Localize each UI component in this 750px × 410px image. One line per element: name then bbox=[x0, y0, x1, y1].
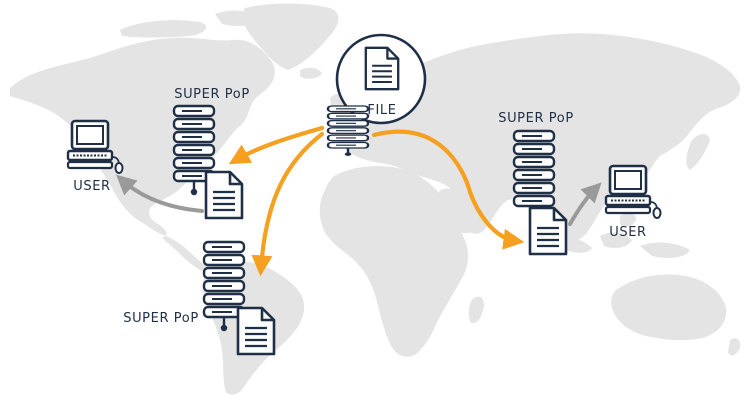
document-icon bbox=[204, 170, 244, 220]
arrow-to-pop-europe bbox=[228, 125, 325, 165]
user-right-label: USER bbox=[609, 225, 646, 240]
document-icon bbox=[528, 206, 568, 256]
pop-asia-label: SUPER PoP bbox=[498, 111, 574, 126]
delivery-arrows bbox=[228, 125, 525, 277]
document-icon bbox=[236, 306, 276, 356]
pop-samerica-label: SUPER PoP bbox=[123, 311, 199, 326]
file-label: FILE bbox=[367, 103, 396, 118]
arrow-to-user-left bbox=[116, 174, 204, 213]
document-icon bbox=[364, 46, 400, 91]
desktop-computer-icon bbox=[604, 164, 662, 220]
pop-europe-label: SUPER PoP bbox=[174, 87, 250, 102]
arrow-to-pop-samerica bbox=[251, 131, 325, 277]
arrow-to-pop-asia bbox=[371, 129, 525, 250]
user-left-label: USER bbox=[73, 179, 110, 194]
user-arrows bbox=[116, 174, 602, 226]
server-rack-icon bbox=[326, 104, 370, 158]
arrow-to-user-right bbox=[568, 182, 602, 226]
